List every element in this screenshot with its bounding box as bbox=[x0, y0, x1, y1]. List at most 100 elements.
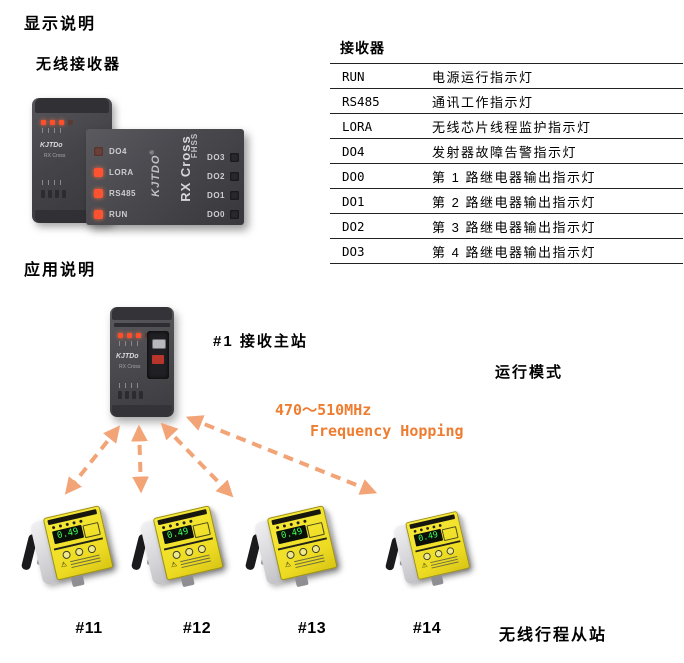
frequency-range-text: 470～510MHz bbox=[275, 401, 372, 419]
arrow-to-slave-12 bbox=[131, 424, 149, 494]
arrow-to-slave-11 bbox=[64, 425, 121, 495]
table-row: LORA 无线芯片线程监护指示灯 bbox=[330, 113, 683, 139]
slave-label-13: #13 bbox=[297, 620, 327, 637]
led-indicator bbox=[50, 120, 55, 125]
signal-desc: 通讯工作指示灯 bbox=[432, 94, 534, 110]
table-row: RUN 电源运行指示灯 bbox=[330, 63, 683, 89]
receiver-spec-table: 接收器 RUN 电源运行指示灯 RS485 通讯工作指示灯 LORA 无线芯片线… bbox=[330, 38, 683, 264]
signal-name: LORA bbox=[342, 118, 373, 134]
model-text: RX Cross bbox=[119, 364, 141, 370]
table-row: DO2 第 3 路继电器输出指示灯 bbox=[330, 213, 683, 239]
signal-desc: 第 2 路继电器输出指示灯 bbox=[432, 194, 596, 210]
usb-port-icon bbox=[152, 339, 166, 349]
device-top-cap bbox=[112, 307, 172, 320]
warning-icon: ⚠ bbox=[284, 561, 292, 570]
fhss-text: FHSS bbox=[190, 132, 200, 159]
tick-marks bbox=[119, 341, 138, 346]
slave-label-11: #11 bbox=[75, 620, 103, 637]
usb-port-area bbox=[147, 331, 169, 379]
slave-group-label: 无线行程从站 bbox=[499, 627, 608, 644]
right-led-column: DO3 DO2 DO1 DO0 bbox=[207, 153, 239, 219]
vent-slots bbox=[41, 190, 66, 198]
led-do0 bbox=[230, 210, 239, 219]
receiver-panel-closeup: DO4 LORA RS485 RUN KJTDO® RX Cross FHSS … bbox=[86, 129, 244, 225]
led-indicator bbox=[127, 333, 132, 338]
signal-name: DO3 bbox=[342, 243, 365, 259]
signal-name: DO4 bbox=[342, 143, 365, 159]
signal-desc: 第 3 路继电器输出指示灯 bbox=[432, 219, 596, 235]
slave-device-12: 0.49 ⚠ bbox=[130, 505, 230, 592]
table-row: DO3 第 4 路继电器输出指示灯 bbox=[330, 238, 683, 264]
radio-link-arrows bbox=[64, 415, 378, 498]
led-indicator bbox=[118, 333, 123, 338]
arrow-to-slave-13 bbox=[160, 422, 234, 498]
application-section-title: 应用说明 bbox=[24, 262, 97, 279]
slave-device-13: 0.49 ⚠ bbox=[244, 505, 344, 592]
table-row: RS485 通讯工作指示灯 bbox=[330, 88, 683, 114]
device-bottom-cap bbox=[112, 405, 172, 417]
led-indicator bbox=[68, 120, 73, 125]
led-do4 bbox=[94, 147, 103, 156]
master-device-image: KJTDo RX Cross bbox=[108, 305, 178, 421]
master-station-label: #1 接收主站 bbox=[213, 333, 308, 350]
led-lora bbox=[94, 168, 103, 177]
led-label: DO2 bbox=[207, 172, 225, 181]
table-row: DO4 发射器故障告警指示灯 bbox=[330, 138, 683, 164]
vent-slots bbox=[118, 391, 143, 399]
left-led-column: DO4 LORA RS485 RUN bbox=[94, 147, 136, 219]
led-row bbox=[118, 333, 150, 338]
table-title: 接收器 bbox=[340, 40, 385, 56]
signal-desc: 无线芯片线程监护指示灯 bbox=[432, 119, 592, 135]
led-indicator bbox=[41, 120, 46, 125]
led-do3 bbox=[230, 153, 239, 162]
led-label: DO3 bbox=[207, 153, 225, 162]
panel-inset bbox=[306, 521, 325, 539]
panel-inset bbox=[192, 521, 211, 539]
slave-device-11: 0.49 ⚠ bbox=[20, 505, 120, 592]
led-label: DO4 bbox=[109, 147, 127, 156]
led-label: DO0 bbox=[207, 210, 225, 219]
slave-label-12: #12 bbox=[182, 620, 212, 637]
signal-name: DO0 bbox=[342, 168, 365, 184]
led-do2 bbox=[230, 172, 239, 181]
signal-name: DO1 bbox=[342, 193, 365, 209]
tick-marks bbox=[42, 180, 61, 185]
brand-logo: KJTDO® bbox=[149, 149, 162, 197]
bottom-connector bbox=[294, 574, 309, 588]
table-row: DO0 第 1 路继电器输出指示灯 bbox=[330, 163, 683, 189]
display-section-title: 显示说明 bbox=[24, 16, 97, 33]
panel-branding: KJTDO® RX Cross FHSS bbox=[144, 129, 214, 225]
wireless-receiver-label: 无线接收器 bbox=[36, 56, 122, 73]
led-do1 bbox=[230, 191, 239, 200]
panel-inset bbox=[82, 521, 101, 539]
panel-inset bbox=[441, 526, 459, 542]
warning-icon: ⚠ bbox=[170, 561, 178, 570]
signal-name: DO2 bbox=[342, 218, 365, 234]
led-rs485 bbox=[94, 189, 103, 198]
bottom-connector bbox=[430, 574, 444, 587]
signal-name: RS485 bbox=[342, 93, 380, 109]
brand-logo: KJTDo bbox=[116, 353, 139, 360]
signal-name: RUN bbox=[342, 68, 365, 84]
model-text: RX Cross bbox=[44, 153, 66, 159]
run-mode-label: 运行模式 bbox=[495, 364, 564, 381]
led-indicator bbox=[136, 333, 141, 338]
tick-marks bbox=[119, 383, 138, 388]
warning-icon: ⚠ bbox=[421, 562, 429, 570]
led-indicator bbox=[59, 120, 64, 125]
slave-label-14: #14 bbox=[412, 620, 442, 637]
slave-device-14: 0.49 ⚠ bbox=[384, 510, 476, 590]
bottom-connector bbox=[180, 574, 195, 588]
led-row bbox=[41, 120, 73, 125]
brand-logo: KJTDo bbox=[40, 142, 63, 149]
table-row: DO1 第 2 路继电器输出指示灯 bbox=[330, 188, 683, 214]
signal-desc: 电源运行指示灯 bbox=[432, 69, 534, 85]
signal-desc: 发射器故障告警指示灯 bbox=[432, 144, 578, 160]
led-label: RUN bbox=[109, 210, 128, 219]
red-button bbox=[152, 355, 164, 364]
tick-marks bbox=[42, 128, 61, 133]
led-run bbox=[94, 210, 103, 219]
bottom-connector bbox=[70, 574, 85, 588]
device-top-cap bbox=[35, 98, 109, 113]
